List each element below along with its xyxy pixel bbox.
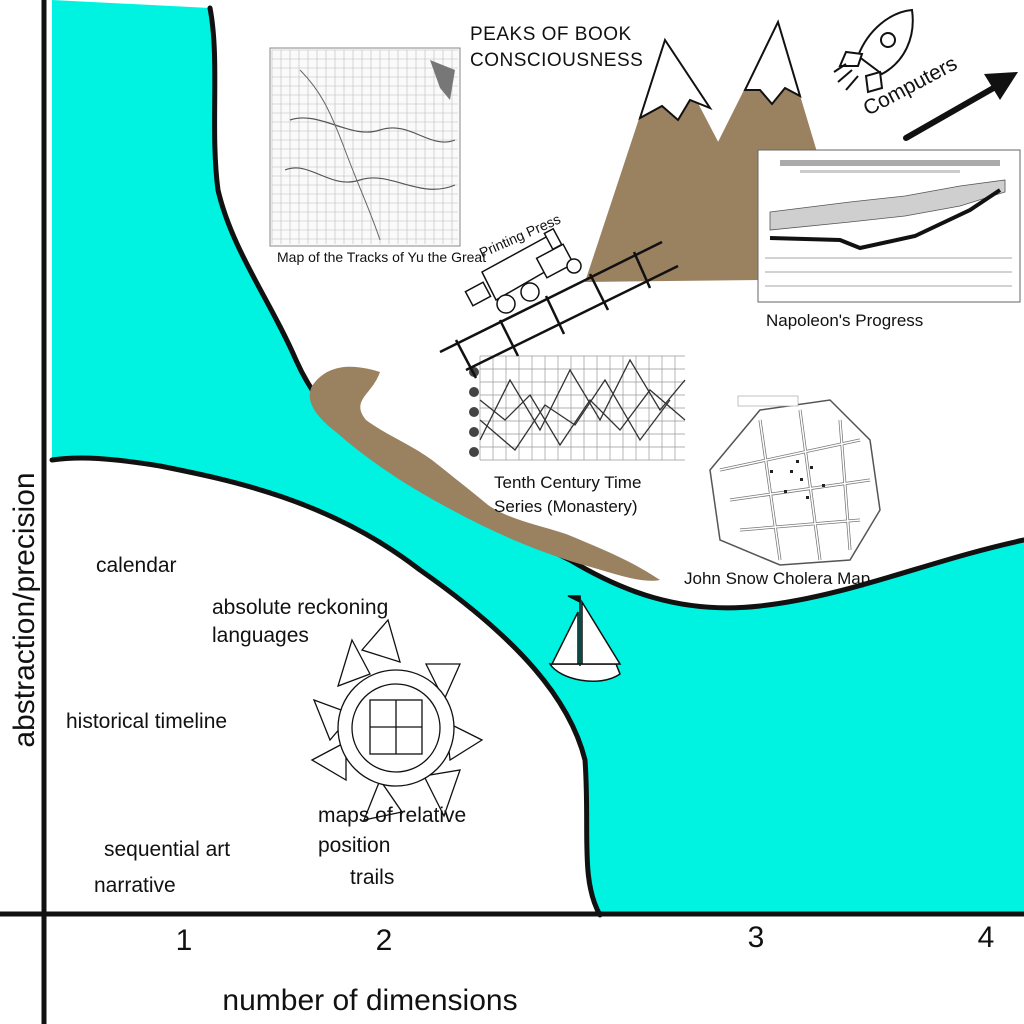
narrative-label: narrative xyxy=(94,874,176,897)
tenth-century-label-line-1: Tenth Century Time xyxy=(494,473,641,492)
train-icon xyxy=(464,227,582,314)
y-axis-title: abstraction/precision xyxy=(8,472,41,747)
john-snow-label: John Snow Cholera Map xyxy=(684,569,870,588)
x-tick-3: 3 xyxy=(748,921,765,954)
tenth-century-label-line-2: Series (Monastery) xyxy=(494,497,638,516)
yu-map-image xyxy=(269,47,461,247)
peaks-label-line-2: CONSCIOUSNESS xyxy=(470,50,643,71)
x-tick-2: 2 xyxy=(376,924,393,957)
napoleon-chart-image xyxy=(757,149,1021,303)
computers-arrow xyxy=(903,72,1018,141)
mountain-right-snow xyxy=(743,19,802,106)
sailboat-icon xyxy=(548,595,622,682)
mountain-left-snow xyxy=(638,37,713,122)
yu-map-label: Map of the Tracks of Yu the Great xyxy=(277,249,486,265)
absolute-reckoning-label-line-2: languages xyxy=(212,624,309,647)
napoleon-label: Napoleon's Progress xyxy=(766,311,923,330)
maps-relative-label-line-2: position xyxy=(318,834,390,857)
x-tick-4: 4 xyxy=(978,921,995,954)
rocket-icon xyxy=(833,8,914,94)
sequential-art-label: sequential art xyxy=(104,838,230,861)
sea-region xyxy=(52,0,1024,915)
x-tick-1: 1 xyxy=(176,924,193,957)
trails-label: trails xyxy=(350,866,394,889)
shore-landmass xyxy=(309,366,660,581)
printing-press-railway xyxy=(439,240,679,379)
historical-timeline-label: historical timeline xyxy=(66,710,227,733)
john-snow-map-image xyxy=(709,395,881,566)
calendar-label: calendar xyxy=(96,554,177,577)
x-axis-title: number of dimensions xyxy=(222,984,517,1017)
mountain-left xyxy=(585,40,760,282)
lower-coast-line xyxy=(49,455,603,918)
absolute-reckoning-label-line-1: absolute reckoning xyxy=(212,596,388,619)
maps-relative-label-line-1: maps of relative xyxy=(318,804,466,827)
tenth-century-timeseries-image xyxy=(468,352,688,464)
compass-star-image xyxy=(310,618,484,821)
peaks-label-line-1: PEAKS OF BOOK xyxy=(470,24,632,45)
